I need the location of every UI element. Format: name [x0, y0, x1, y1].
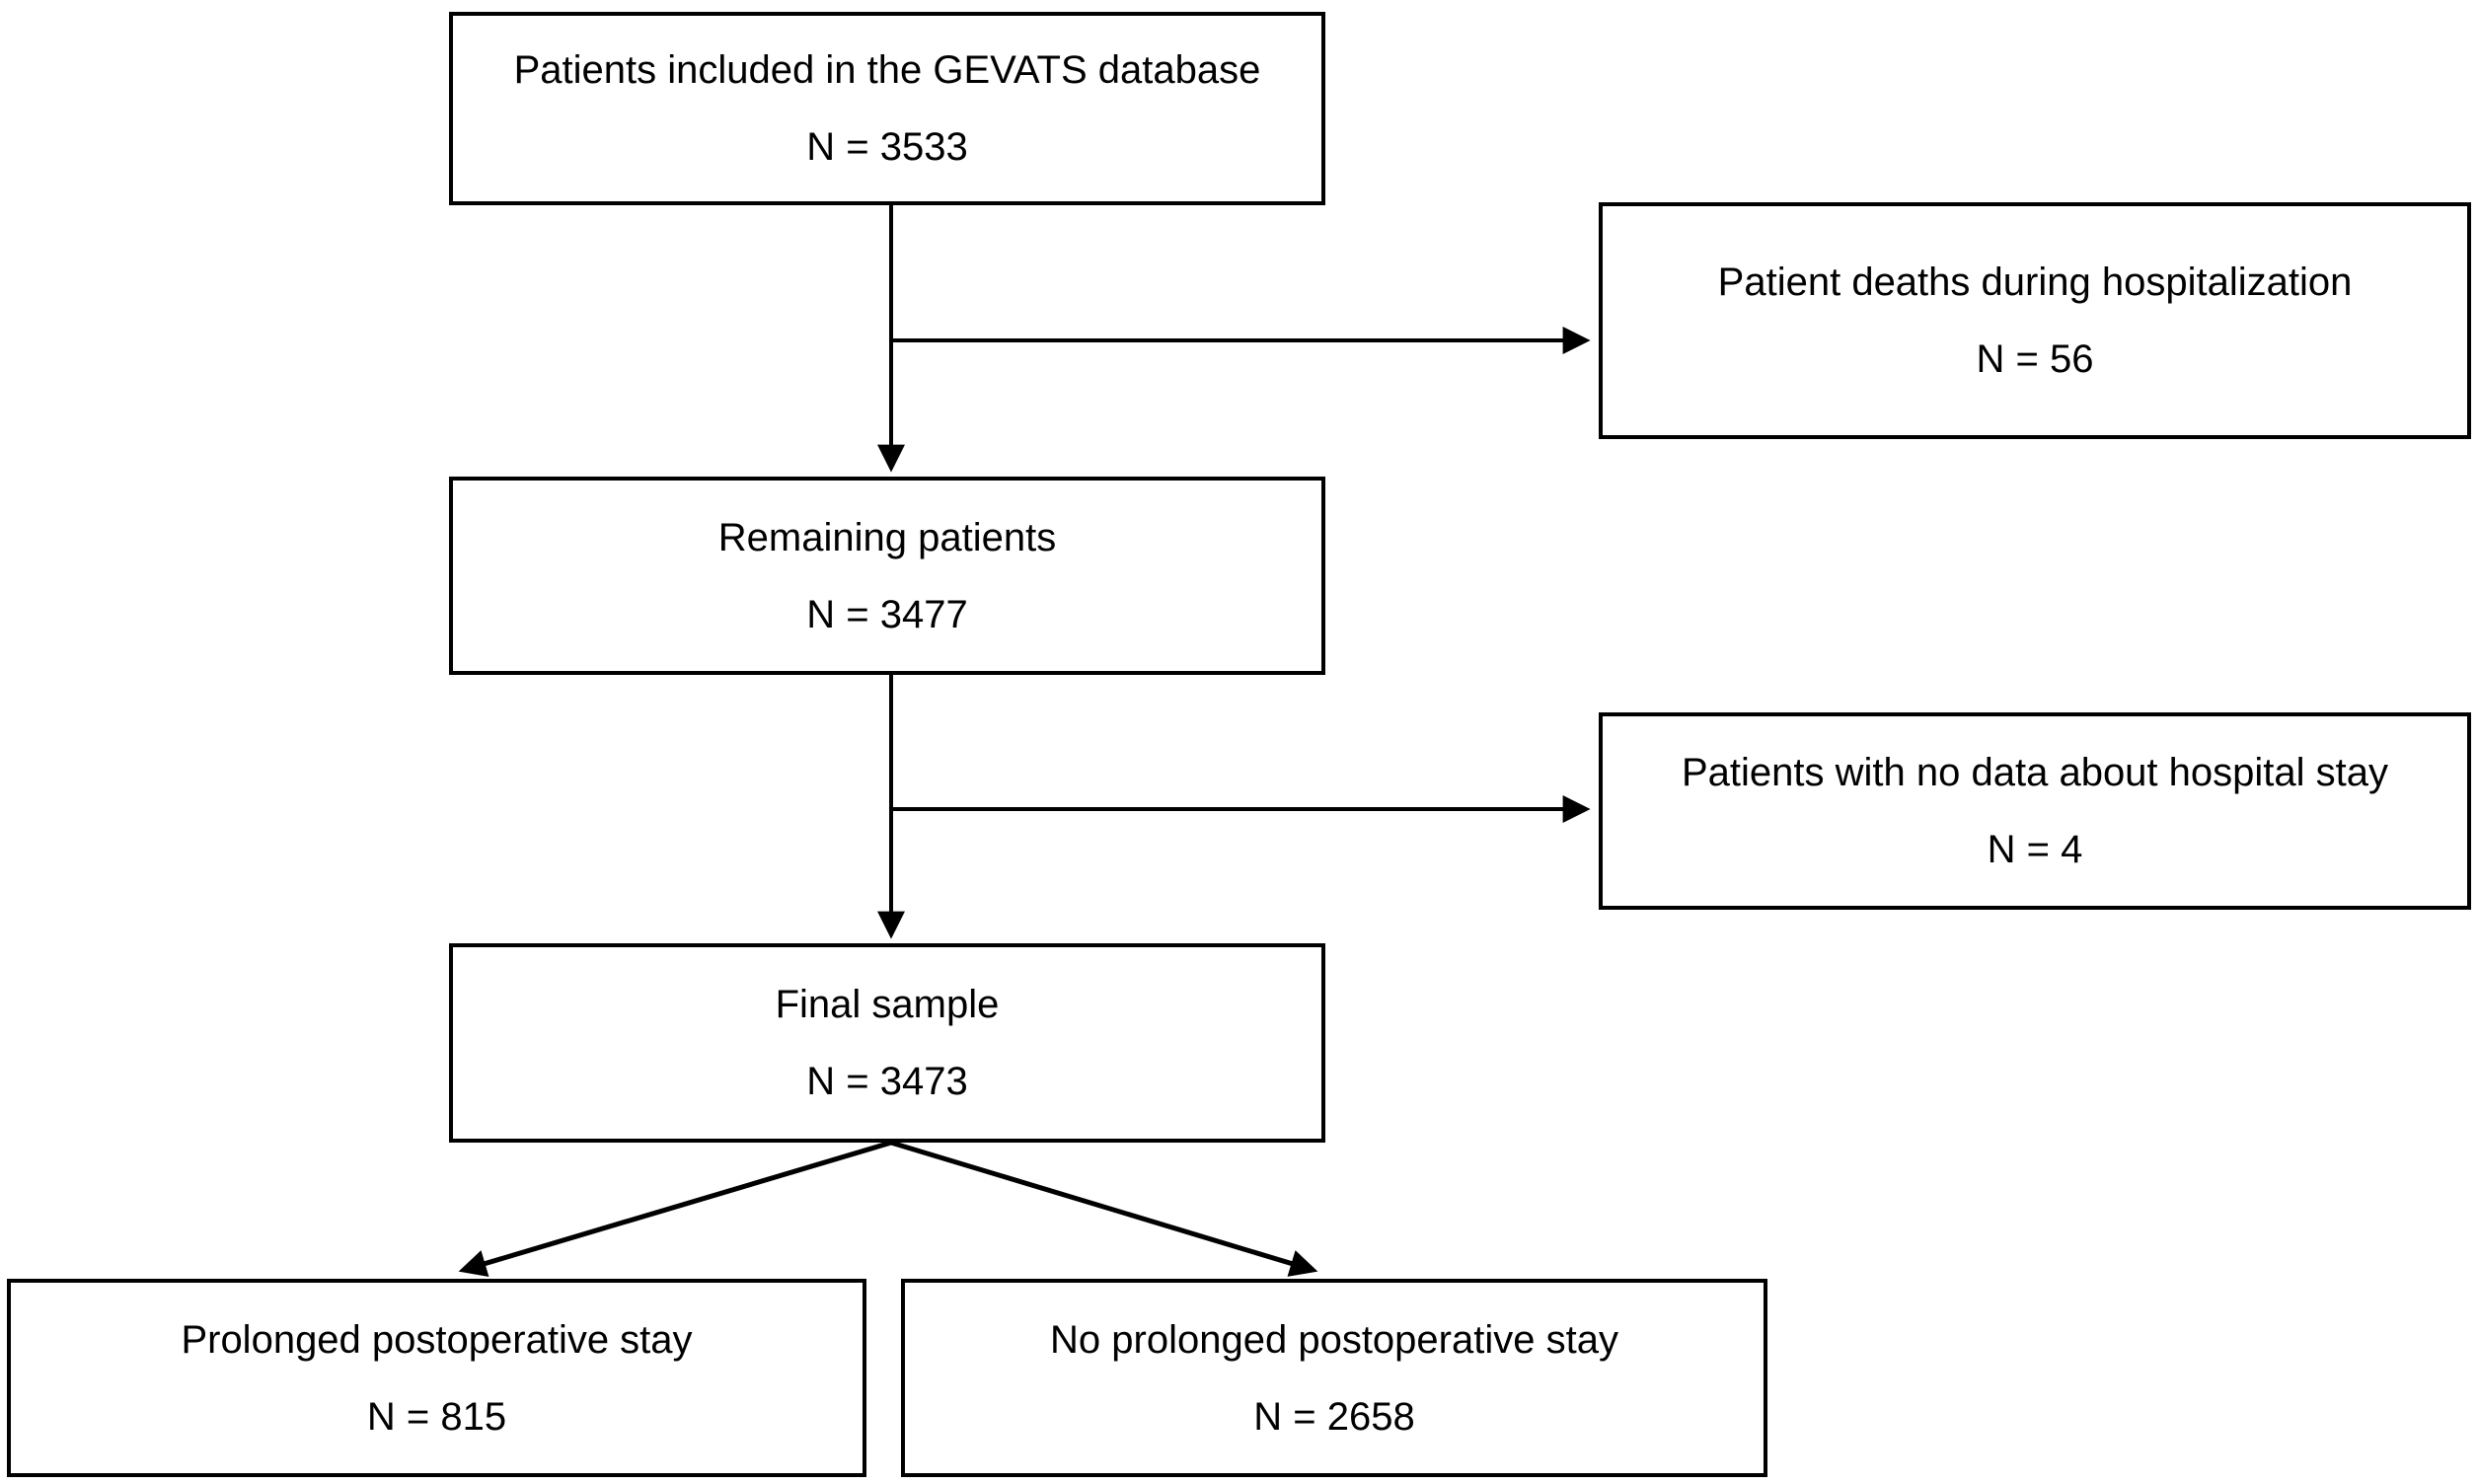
node-remaining-patients: Remaining patients N = 3477: [449, 477, 1325, 675]
node-final-sample: Final sample N = 3473: [449, 943, 1325, 1143]
node-no-hospital-stay-data: Patients with no data about hospital sta…: [1599, 712, 2471, 910]
node-final-count: N = 3473: [806, 1060, 968, 1103]
node-remaining-count: N = 3477: [806, 592, 968, 636]
node-nodata-count: N = 4: [1987, 828, 2083, 871]
node-gevats-label: Patients included in the GEVATS database: [513, 48, 1261, 92]
node-remaining-label: Remaining patients: [717, 515, 1057, 559]
node-prolonged-stay: Prolonged postoperative stay N = 815: [7, 1279, 866, 1477]
node-no-prolonged-stay: No prolonged postoperative stay N = 2658: [901, 1279, 1767, 1477]
node-final-label: Final sample: [775, 983, 1000, 1026]
node-gevats-database: Patients included in the GEVATS database…: [449, 12, 1325, 205]
node-patient-deaths: Patient deaths during hospitalization N …: [1599, 202, 2471, 439]
node-deaths-count: N = 56: [1976, 337, 2094, 381]
node-deaths-label: Patient deaths during hospitalization: [1717, 260, 2353, 304]
arrow-final-to-prolonged: [458, 1140, 892, 1278]
arrow-final-to-notprolonged: [890, 1140, 1318, 1277]
node-gevats-count: N = 3533: [806, 125, 968, 169]
node-nodata-label: Patients with no data about hospital sta…: [1681, 751, 2388, 794]
node-prolonged-count: N = 815: [366, 1394, 507, 1439]
node-prolonged-label: Prolonged postoperative stay: [181, 1317, 693, 1362]
node-notprolonged-count: N = 2658: [1253, 1394, 1415, 1439]
node-notprolonged-label: No prolonged postoperative stay: [1050, 1317, 1618, 1362]
